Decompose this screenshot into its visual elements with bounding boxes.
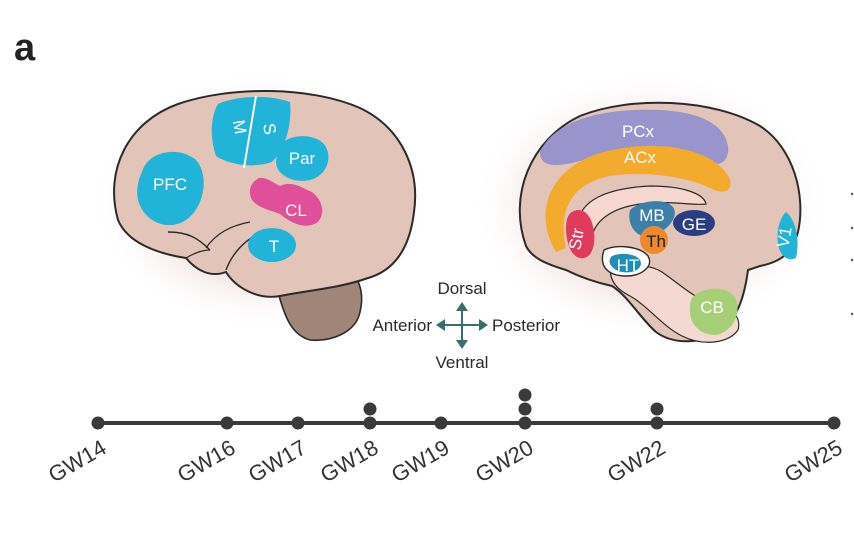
label-v1: V1 bbox=[773, 225, 795, 249]
region-mb bbox=[629, 201, 675, 237]
region-ge bbox=[673, 210, 715, 236]
region-th bbox=[640, 226, 668, 254]
region-cb bbox=[690, 288, 738, 335]
timeline-sample-dot bbox=[518, 402, 532, 416]
timeline-sample-dot bbox=[827, 416, 841, 430]
label-s: S bbox=[259, 122, 280, 136]
timeline-sample-dot bbox=[518, 416, 532, 430]
region-ht bbox=[609, 253, 641, 273]
frontal-sulcus bbox=[185, 249, 211, 259]
medial-brain: PCx ACx Str HT MB Th GE V1 CB bbox=[470, 70, 854, 343]
label-par: Par bbox=[289, 149, 316, 168]
timeline-label-gw25: GW25 bbox=[780, 435, 847, 488]
timeline-sample-dot bbox=[363, 402, 377, 416]
timeline-label-gw17: GW17 bbox=[244, 435, 311, 488]
region-str bbox=[566, 210, 595, 259]
timeline-sample-dot bbox=[91, 416, 105, 430]
panel-label: a bbox=[14, 27, 36, 69]
label-t: T bbox=[269, 237, 279, 256]
region-cl bbox=[249, 177, 323, 226]
timeline-label-gw14: GW14 bbox=[44, 435, 111, 488]
timeline-sample-dot bbox=[291, 416, 305, 430]
edge-marks bbox=[850, 192, 854, 316]
arrow-right bbox=[479, 319, 488, 331]
timeline-label-gw19: GW19 bbox=[387, 435, 454, 488]
label-str: Str bbox=[565, 226, 588, 251]
label-ventral: Ventral bbox=[436, 353, 489, 372]
label-posterior: Posterior bbox=[492, 316, 560, 335]
region-par bbox=[276, 136, 329, 181]
label-cl: CL bbox=[285, 201, 307, 220]
timeline-sample-dot bbox=[650, 416, 664, 430]
corpus-callosum bbox=[577, 185, 707, 238]
label-ht: HT bbox=[617, 256, 640, 275]
timeline-sample-dot bbox=[650, 402, 664, 416]
central-sulcus-line bbox=[243, 95, 257, 169]
label-anterior: Anterior bbox=[372, 316, 432, 335]
region-t bbox=[248, 228, 296, 262]
lateral-brain: PFC M S Par CL T bbox=[92, 70, 432, 342]
region-pfc bbox=[137, 151, 204, 226]
arrow-up bbox=[456, 302, 468, 311]
timeline-sample-dot bbox=[220, 416, 234, 430]
label-th: Th bbox=[646, 232, 666, 251]
arrow-left bbox=[436, 319, 445, 331]
region-acx bbox=[545, 145, 731, 252]
arrow-down bbox=[456, 340, 468, 349]
label-ge: GE bbox=[682, 215, 707, 234]
label-acx: ACx bbox=[624, 148, 657, 167]
label-dorsal: Dorsal bbox=[437, 279, 486, 298]
orientation-compass: Dorsal Ventral Anterior Posterior bbox=[372, 279, 560, 372]
label-mb: MB bbox=[639, 206, 665, 225]
timeline-label-gw20: GW20 bbox=[471, 435, 538, 488]
label-cb: CB bbox=[700, 298, 724, 317]
timeline-label-gw22: GW22 bbox=[603, 435, 670, 488]
timeline-label-gw18: GW18 bbox=[316, 435, 383, 488]
timeline-sample-dot bbox=[518, 388, 532, 402]
label-m: M bbox=[229, 118, 250, 135]
timeline-sample-dot bbox=[363, 416, 377, 430]
label-pcx: PCx bbox=[622, 122, 655, 141]
timeline-sample-dot bbox=[434, 416, 448, 430]
timeline-label-gw16: GW16 bbox=[173, 435, 240, 488]
minor-sulcus bbox=[205, 221, 251, 249]
region-v1 bbox=[777, 212, 798, 260]
label-pfc: PFC bbox=[153, 175, 187, 194]
